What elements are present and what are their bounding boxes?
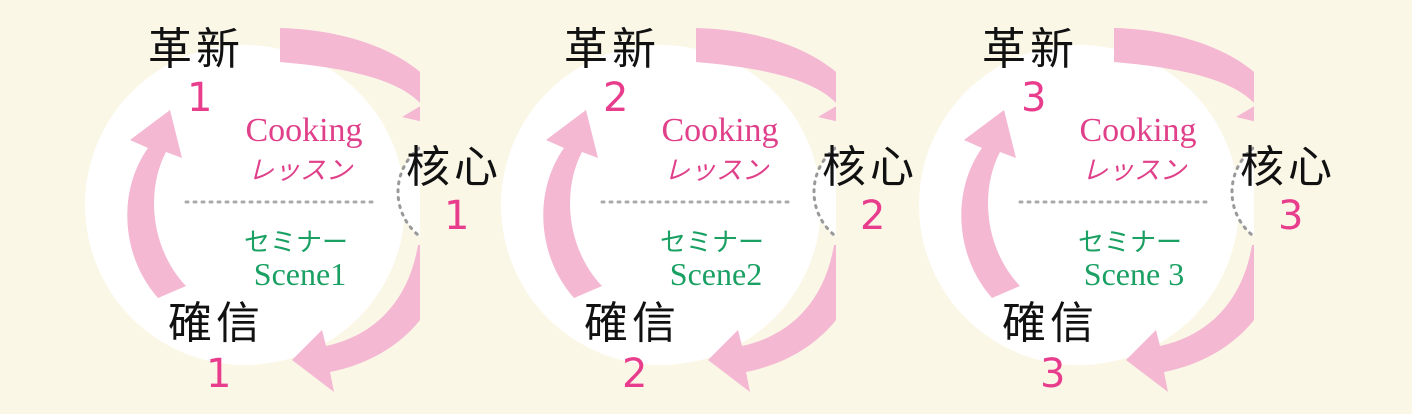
confidence-label: 確信 — [1002, 298, 1098, 349]
scene-label: Scene2 — [669, 256, 763, 292]
scene-label: Scene1 — [253, 256, 347, 292]
cooking-label: Cooking — [245, 112, 363, 149]
seminar-label: セミナー — [659, 228, 765, 258]
scene-label: Scene 3 — [1083, 256, 1185, 292]
arrow-innovation-to-core — [1114, 28, 1254, 122]
confidence-number: 2 — [622, 351, 648, 397]
innovation-label: 革新 — [982, 24, 1078, 75]
arrow-core-to-confidence — [708, 245, 836, 392]
seminar-label: セミナー — [1077, 228, 1183, 258]
core-label: 核心 — [1240, 142, 1336, 193]
confidence-label: 確信 — [168, 298, 264, 349]
lesson-label: レッスン — [1081, 156, 1187, 186]
innovation-label: 革新 — [564, 24, 660, 75]
core-number: 3 — [1278, 193, 1304, 239]
confidence-label: 確信 — [584, 298, 680, 349]
arrow-confidence-to-innovation — [127, 110, 186, 298]
core-circle — [1230, 145, 1254, 239]
cooking-label: Cooking — [1079, 112, 1197, 149]
seminar-label: セミナー — [243, 228, 349, 258]
cycle-graphic — [919, 28, 1254, 392]
arrow-confidence-to-innovation — [961, 110, 1020, 298]
cycle-graphic — [85, 28, 420, 392]
core-label: 核心 — [822, 142, 918, 193]
arrow-innovation-to-core — [280, 28, 420, 122]
arrow-innovation-to-core — [696, 28, 836, 122]
cooking-label: Cooking — [661, 112, 779, 149]
innovation-number: 1 — [187, 75, 213, 121]
cycle-1: 革新 1 核心 1 確信 1 Cooking レッスン セミナー Scene1 — [0, 0, 498, 414]
innovation-label: 革新 — [148, 24, 244, 75]
arrow-confidence-to-innovation — [543, 110, 602, 298]
cycle-graphic — [501, 28, 836, 392]
confidence-number: 3 — [1040, 351, 1066, 397]
arrow-core-to-confidence — [292, 245, 420, 392]
cycle-2: 革新 2 核心 2 確信 2 Cooking レッスン セミナー Scene2 — [416, 0, 914, 414]
confidence-number: 1 — [206, 351, 232, 397]
core-number: 1 — [444, 193, 470, 239]
innovation-number: 2 — [603, 75, 629, 121]
lesson-label: レッスン — [663, 156, 769, 186]
cycle-3: 革新 3 核心 3 確信 3 Cooking レッスン セミナー Scene 3 — [834, 0, 1332, 414]
innovation-number: 3 — [1021, 75, 1047, 121]
arrow-core-to-confidence — [1126, 245, 1254, 392]
core-label: 核心 — [406, 142, 502, 193]
core-number: 2 — [860, 193, 886, 239]
lesson-label: レッスン — [247, 156, 353, 186]
core-circle — [812, 145, 836, 239]
core-circle — [396, 145, 420, 239]
